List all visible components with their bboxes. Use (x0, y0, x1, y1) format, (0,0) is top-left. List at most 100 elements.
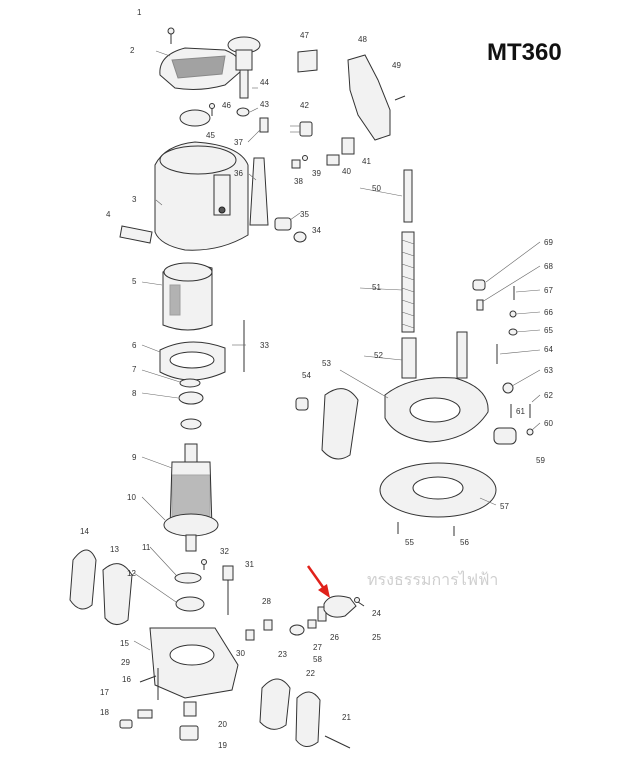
callout-2: 2 (130, 46, 135, 55)
callout-48: 48 (358, 35, 367, 44)
part-57-base-plate (379, 462, 497, 518)
part-20-collet (183, 701, 197, 717)
part-54-knob (295, 397, 309, 411)
callout-43: 43 (260, 100, 269, 109)
part-43-nut (236, 107, 250, 117)
callout-57: 57 (500, 502, 509, 511)
part-4-label (119, 225, 153, 244)
part-22-cover (295, 691, 321, 747)
callout-7: 7 (132, 365, 137, 374)
part-50-rod (403, 169, 413, 223)
part-7-washer (179, 378, 201, 388)
part-13-grip (102, 563, 133, 625)
callout-28: 28 (262, 597, 271, 606)
model-title: MT360 (487, 39, 562, 66)
part-8-bearing (178, 391, 204, 430)
callout-69: 69 (544, 238, 553, 247)
part-11-washer (174, 572, 202, 584)
part-53-chip-guard (321, 388, 359, 460)
part-69-knob (472, 279, 486, 291)
part-2-fan-cover (159, 47, 242, 90)
callout-1: 1 (137, 8, 142, 17)
callout-36: 36 (234, 169, 243, 178)
part-19-nut (179, 725, 199, 741)
callout-5: 5 (132, 277, 137, 286)
part-9-armature (169, 443, 213, 529)
part-27-screw (307, 619, 317, 629)
part-23-handle (259, 678, 291, 730)
part-49-screw (394, 95, 406, 101)
callout-23: 23 (278, 650, 287, 659)
callout-35: 35 (300, 210, 309, 219)
callout-38: 38 (294, 177, 303, 186)
callout-25: 25 (372, 633, 381, 642)
part-38-screw (291, 159, 301, 169)
part-45-brush-holder (179, 109, 211, 127)
part-36-column (249, 157, 269, 226)
callout-68: 68 (544, 262, 553, 271)
part-18-cap (119, 719, 133, 729)
leader-lines (133, 50, 541, 651)
part-30-spring (245, 629, 255, 641)
part-5-field (162, 262, 213, 331)
callout-64: 64 (544, 345, 553, 354)
callout-labels: 1 2 3 4 5 6 7 8 9 10 11 12 13 14 15 16 1… (80, 8, 553, 750)
callout-32: 32 (220, 547, 229, 556)
callout-58: 58 (313, 655, 322, 664)
callout-3: 3 (132, 195, 137, 204)
callout-10: 10 (127, 493, 136, 502)
part-32-screw (201, 559, 207, 570)
part-6-baffle-plate (159, 341, 226, 381)
part-1-screw (167, 27, 175, 44)
part-65-washer (508, 328, 518, 336)
part-47-label (297, 49, 318, 73)
callout-52: 52 (374, 351, 383, 360)
callout-42: 42 (300, 101, 309, 110)
callout-4: 4 (106, 210, 111, 219)
part-46-screw (209, 103, 215, 116)
watermark: ทรงธรรมการไฟฟ้า (367, 570, 498, 589)
callout-41: 41 (362, 157, 371, 166)
callout-8: 8 (132, 389, 137, 398)
callout-18: 18 (100, 708, 109, 717)
part-10-fan (163, 513, 219, 552)
part-51-spring (401, 231, 415, 333)
callout-31: 31 (245, 560, 254, 569)
callout-62: 62 (544, 391, 553, 400)
part-44-knob (227, 36, 261, 99)
part-14-handle (69, 549, 97, 610)
callout-13: 13 (110, 545, 119, 554)
part-25-lever (323, 595, 357, 618)
callout-39: 39 (312, 169, 321, 178)
part-3-motor-housing (154, 141, 249, 251)
callout-37: 37 (234, 138, 243, 147)
callout-30: 30 (236, 649, 245, 658)
callout-45: 45 (206, 131, 215, 140)
part-52-base (384, 331, 489, 443)
callout-61: 61 (516, 407, 525, 416)
part-24-screw (354, 597, 365, 607)
callout-22: 22 (306, 669, 315, 678)
callout-50: 50 (372, 184, 381, 193)
part-66-nut (509, 310, 517, 318)
callout-51: 51 (372, 283, 381, 292)
red-arrow-icon (306, 565, 330, 598)
part-26-bolt (317, 606, 327, 622)
callout-20: 20 (218, 720, 227, 729)
part-63-knob (502, 382, 514, 394)
callout-67: 67 (544, 286, 553, 295)
callout-65: 65 (544, 326, 553, 335)
callout-47: 47 (300, 31, 309, 40)
callout-63: 63 (544, 366, 553, 375)
callout-27: 27 (313, 643, 322, 652)
callout-59: 59 (536, 456, 545, 465)
callout-44: 44 (260, 78, 269, 87)
callout-34: 34 (312, 226, 321, 235)
callout-21: 21 (342, 713, 351, 722)
part-60-nut (526, 428, 534, 436)
callout-16: 16 (122, 675, 131, 684)
callout-40: 40 (342, 167, 351, 176)
callout-19: 19 (218, 741, 227, 750)
callout-54: 54 (302, 371, 311, 380)
